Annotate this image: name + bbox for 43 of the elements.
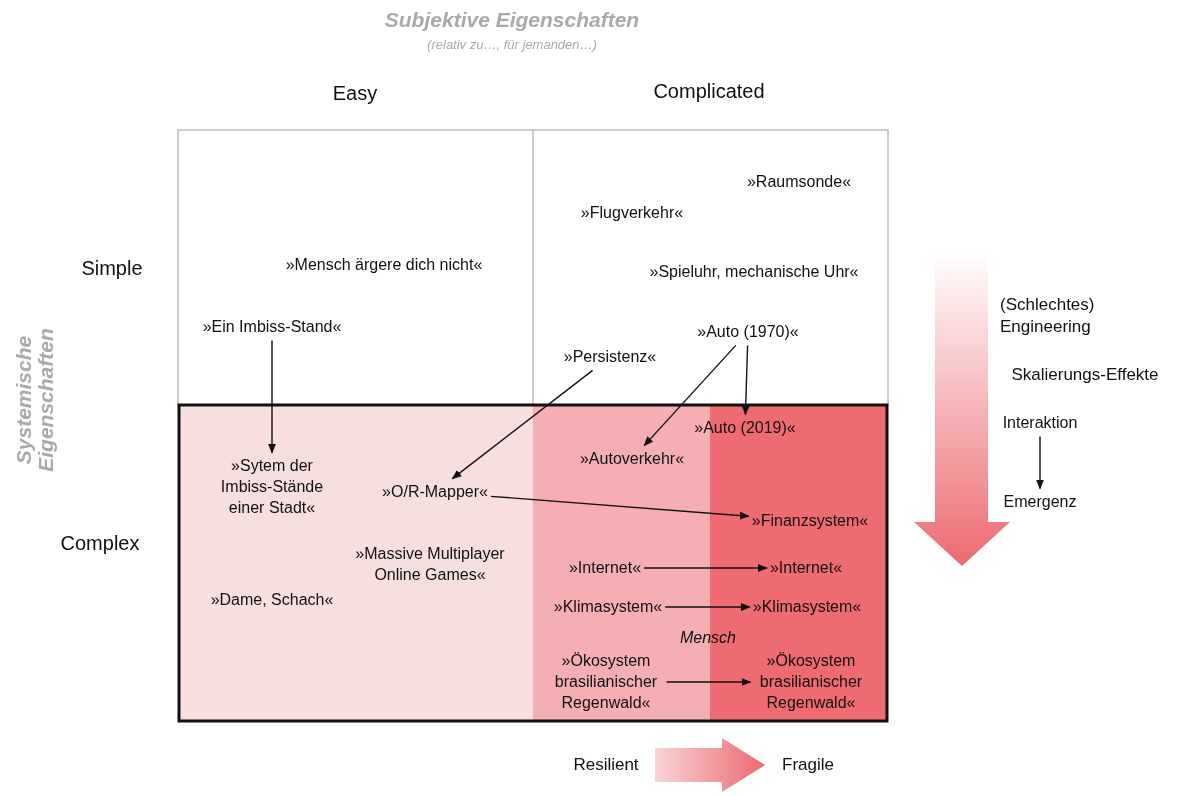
- example-label: »Ökosystem brasilianischer Regenwald«: [753, 650, 869, 714]
- example-label: »Klimasystem«: [553, 596, 663, 618]
- example-label: »Auto (1970)«: [697, 321, 799, 343]
- example-label: »O/R-Mapper«: [382, 481, 488, 503]
- example-label: »Raumsonde«: [746, 171, 852, 193]
- example-label: »Massive Multiplayer Online Games«: [340, 544, 520, 586]
- text-label: Interaktion: [1002, 412, 1078, 434]
- example-label: »Persistenz«: [563, 346, 657, 368]
- arrow: [643, 564, 768, 572]
- arrow: [451, 369, 594, 480]
- example-label: »Klimasystem«: [752, 596, 862, 618]
- example-label: »Ökosystem brasilianischer Regenwald«: [548, 650, 664, 714]
- axis-title: Systemische Eigenschaften: [12, 327, 58, 474]
- row-header: Simple: [81, 256, 143, 281]
- arrow: [664, 603, 751, 611]
- example-label: »Dame, Schach«: [210, 589, 334, 611]
- text-label: Skalierungs-Effekte: [1011, 363, 1159, 386]
- scale-label: Resilient: [573, 753, 639, 776]
- text-label: Mensch: [680, 627, 736, 648]
- example-label: »Sytem der Imbiss-Stände einer Stadt«: [207, 455, 337, 519]
- text-label: Emergenz: [1003, 491, 1077, 513]
- axis-title: Subjektive Eigenschaften: [384, 7, 640, 34]
- arrow: [665, 678, 752, 686]
- scale-label: Fragile: [782, 753, 834, 776]
- example-label: »Spieluhr, mechanische Uhr«: [649, 261, 859, 283]
- example-label: »Internet«: [769, 557, 843, 579]
- example-label: »Autoverkehr«: [579, 448, 685, 470]
- arrow: [741, 344, 750, 416]
- example-label: »Flugverkehr«: [580, 202, 684, 224]
- arrow: [490, 495, 750, 520]
- column-header: Easy: [332, 81, 378, 106]
- example-label: »Ein Imbiss-Stand«: [202, 316, 342, 338]
- axis-subtitle: (relativ zu…, für jemanden…): [427, 36, 597, 54]
- example-label: »Auto (2019)«: [694, 417, 796, 439]
- arrow: [268, 339, 276, 454]
- arrow: [643, 344, 737, 447]
- example-label: »Mensch ärgere dich nicht«: [285, 254, 483, 276]
- column-header: Complicated: [653, 79, 765, 104]
- arrow: [1036, 435, 1044, 490]
- text-label: (Schlechtes) Engineering: [1000, 293, 1096, 338]
- example-label: »Internet«: [568, 557, 642, 579]
- example-label: »Finanzsystem«: [751, 510, 869, 532]
- row-header: Complex: [60, 531, 140, 556]
